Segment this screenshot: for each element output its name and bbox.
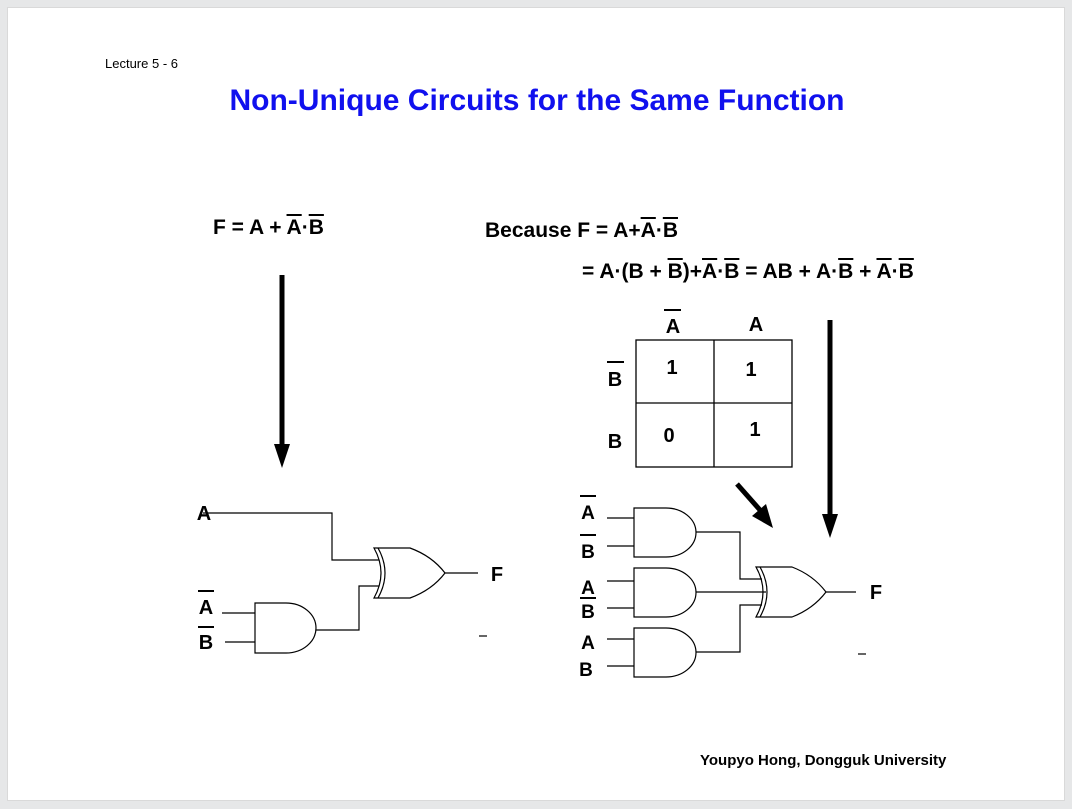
slide: Lecture 5 - 6 Non-Unique Circuits for th… (7, 7, 1065, 801)
kmap-cell-0-1: 1 (745, 359, 756, 381)
right-g1-input-b: B (581, 542, 595, 563)
kmap-cell-1-0: 0 (663, 425, 674, 447)
right-circuit-labels: A B A B A B F (579, 495, 882, 681)
exp-a-bar-2: A (876, 260, 892, 283)
because-b-bar: B (662, 219, 678, 242)
because-equation: Because F = A+A·B (485, 219, 678, 243)
kmap-col-a-bar: A (666, 316, 680, 338)
left-or-gate (372, 547, 446, 599)
exp-dot-1: · (717, 260, 725, 283)
kmap-cell-0-0: 1 (666, 357, 677, 379)
left-input-a: A (197, 503, 211, 525)
left-equation: F = A + A·B (213, 216, 324, 240)
exp-p2: )+ (682, 260, 703, 283)
because-a-bar: A (640, 219, 656, 242)
left-wire-a (203, 512, 379, 561)
kmap-col-a: A (749, 314, 763, 336)
right-output-f: F (870, 582, 882, 604)
right-g3-input-b: B (579, 660, 593, 681)
right-g1-input-a: A (581, 503, 595, 524)
right-or-gate (754, 566, 827, 618)
right-and-gate-1 (633, 507, 697, 558)
right-g2-input-b: B (581, 602, 595, 623)
eq-lhs: F = A + (213, 216, 287, 239)
exp-p3: = AB + A· (739, 260, 839, 283)
eq-a-bar: A (286, 216, 302, 239)
kmap-row-b-bar: B (608, 369, 622, 391)
kmap-row-b: B (608, 431, 622, 453)
right-and-gate-3 (633, 627, 697, 678)
right-g2-input-a: A (581, 578, 595, 599)
footer-credit: Youpyo Hong, Dongguk University (700, 752, 947, 769)
left-and-gate (254, 602, 317, 654)
exp-a-bar-1: A (702, 260, 718, 283)
left-circuit-labels: A A B F (197, 503, 503, 654)
diagonal-arrow (735, 482, 773, 528)
eq-b-bar: B (308, 216, 324, 239)
kmap-cell-1-1: 1 (749, 419, 760, 441)
right-down-arrow (822, 320, 838, 538)
exp-b-bar-3: B (838, 260, 854, 283)
exp-b-bar-2: B (724, 260, 740, 283)
right-circuit (607, 507, 866, 678)
right-wire-g1-to-or (696, 531, 762, 580)
because-prefix: Because F = A+ (485, 219, 641, 242)
right-g3-input-a: A (581, 633, 595, 654)
exp-b-bar-4: B (898, 260, 914, 283)
left-or-gate-back (377, 547, 386, 599)
left-input-b-bar: B (199, 632, 213, 654)
left-circuit (203, 512, 487, 654)
exp-dot-2: · (891, 260, 899, 283)
right-and-gate-2 (633, 567, 697, 618)
right-or-gate-back (759, 566, 768, 618)
expansion-equation: = A·(B + B)+A·B = AB + A·B + A·B (582, 260, 914, 284)
because-dot: · (655, 219, 663, 242)
exp-p1: = A·(B + (582, 260, 668, 283)
exp-b-bar-1: B (667, 260, 683, 283)
eq-dot: · (301, 216, 309, 239)
left-wire-and-to-or (316, 585, 379, 631)
left-input-a-bar: A (199, 597, 213, 619)
slide-title: Non-Unique Circuits for the Same Functio… (229, 84, 845, 117)
lecture-label: Lecture 5 - 6 (105, 56, 178, 71)
karnaugh-map: A A B B 1 1 0 1 (607, 309, 793, 468)
left-down-arrow (274, 275, 290, 468)
left-output-f: F (491, 564, 503, 586)
exp-p4: + (853, 260, 877, 283)
right-wire-g3-to-or (696, 604, 762, 653)
